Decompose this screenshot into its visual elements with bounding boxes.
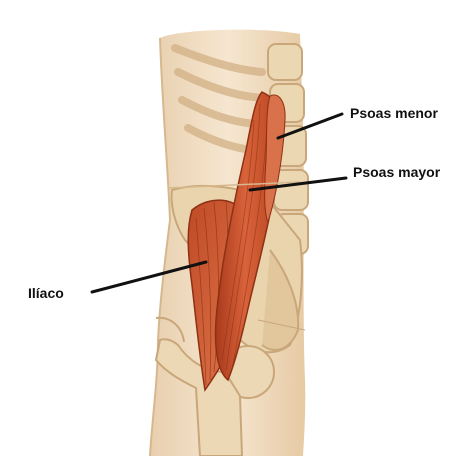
label-psoas-menor: Psoas menor <box>350 106 438 120</box>
label-iliaco: Ilíaco <box>28 286 64 300</box>
label-psoas-mayor: Psoas mayor <box>353 165 440 179</box>
